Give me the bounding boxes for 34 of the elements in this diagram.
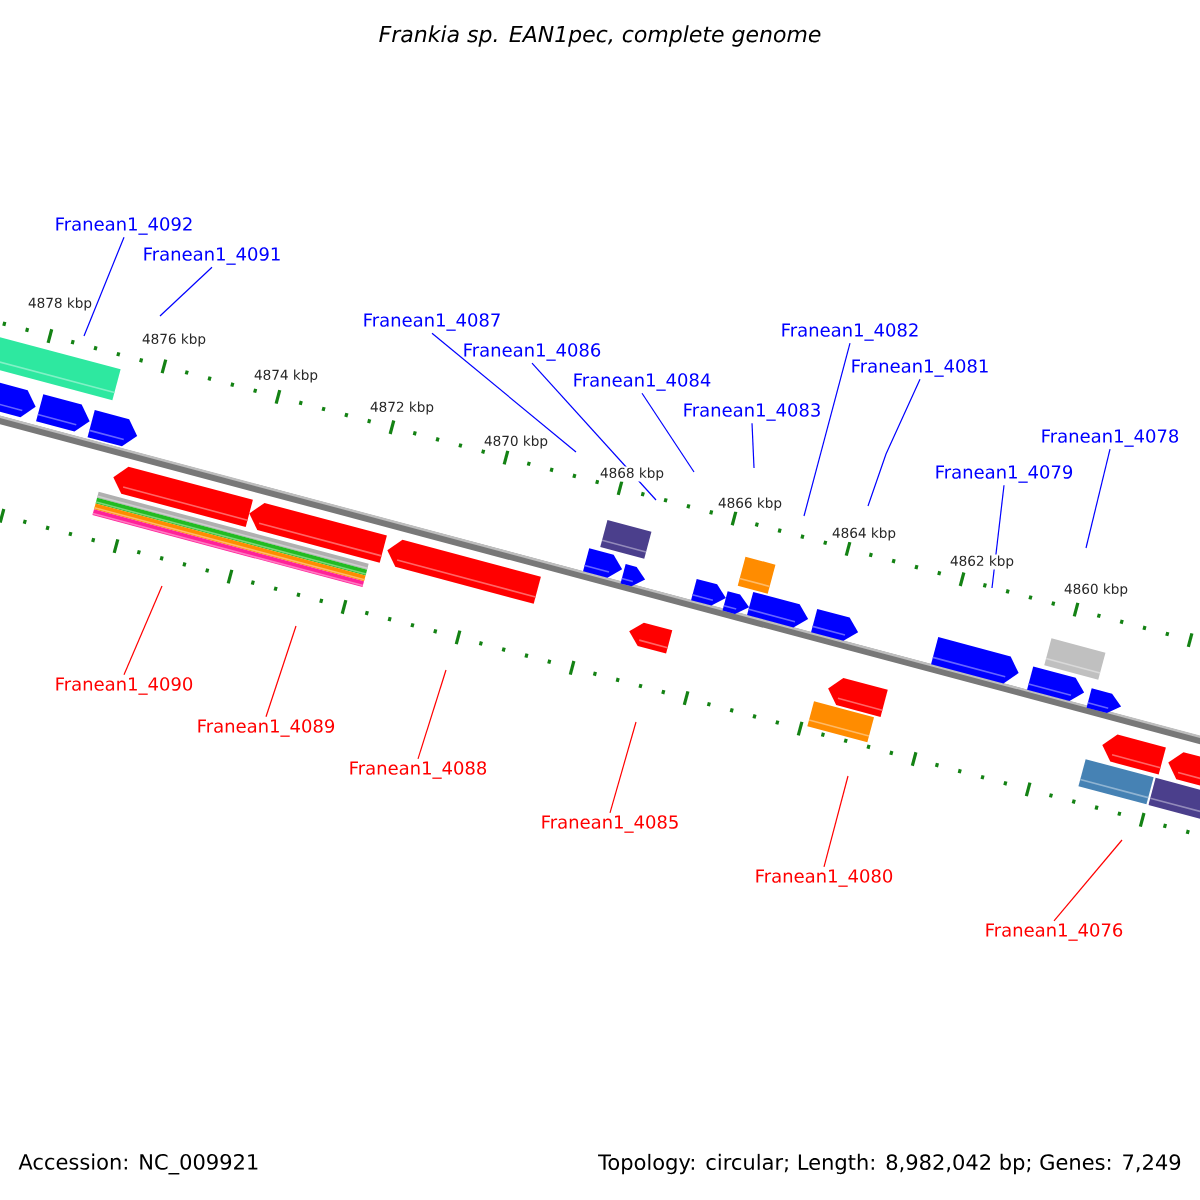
leader-line (265, 625, 297, 718)
gene-label: Franean1_4091 (144, 247, 280, 265)
gene-label: Franean1_4092 (56, 217, 192, 235)
gene-label: Franean1_4089 (198, 719, 335, 737)
leader-line (417, 669, 447, 760)
leader-line (1085, 448, 1111, 549)
title: Frankia sp. EAN1pec, complete genome (379, 25, 821, 47)
leader-line (1053, 839, 1123, 922)
gene-label: Franean1_4079 (936, 465, 1073, 483)
gene-label: Franean1_4086 (464, 343, 601, 361)
gene-label: Franean1_4076 (986, 923, 1123, 941)
leader-line (751, 422, 755, 469)
leader-line (123, 585, 163, 676)
gene-label: Franean1_4090 (56, 677, 193, 695)
gene-label: Franean1_4085 (542, 815, 678, 833)
gene-label: Franean1_4080 (756, 869, 893, 887)
gene-label: Franean1_4084 (574, 373, 711, 391)
gene-label: Franean1_4087 (364, 313, 500, 331)
leader-line (83, 236, 125, 337)
footer-text: Accession: NC_009921 (18, 1153, 258, 1175)
gene-label: Franean1_4083 (684, 403, 820, 421)
leader-line (431, 332, 577, 453)
leader-line (867, 378, 921, 507)
leader-line (641, 392, 695, 473)
leader-line (159, 266, 213, 317)
gene-label: Franean1_4078 (1042, 429, 1179, 447)
leader-line (803, 342, 851, 517)
leader-line (823, 775, 849, 868)
gene-label: Franean1_4088 (350, 761, 487, 779)
leader-line (531, 362, 657, 501)
gene-label: Franean1_4082 (782, 323, 918, 341)
footer-text: Topology: circular; Length: 8,982,042 bp; Genes: 7,249 (598, 1153, 1181, 1175)
leader-line (609, 721, 637, 814)
gene-label: Franean1_4081 (852, 359, 988, 377)
